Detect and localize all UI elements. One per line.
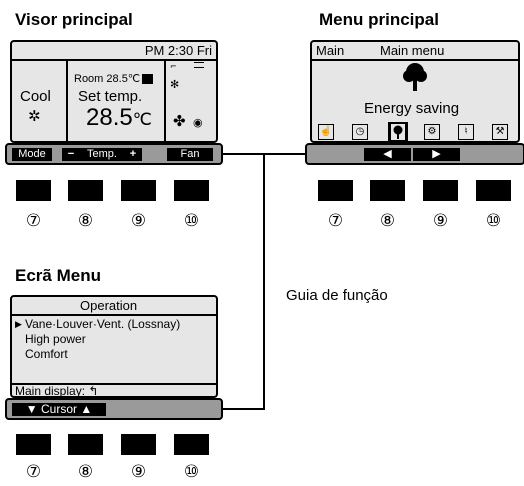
fkey-right-arrow: ▶ <box>413 148 460 161</box>
menu-item-1: Vane·Louver·Vent. (Lossnay) <box>25 317 181 331</box>
label-10-menu: ⑩ <box>485 211 502 231</box>
menu-title: Main menu <box>380 43 445 58</box>
button-9-menu[interactable] <box>423 180 458 201</box>
screen-divider-left <box>66 59 68 141</box>
menu-footer-text: Main display: ↰ <box>15 384 99 398</box>
room-temp-text: Room 28.5℃ <box>74 73 141 85</box>
label-7-menu: ⑦ <box>327 211 344 231</box>
menu-screen-function-bar: ▼ Cursor ▲ <box>5 398 223 420</box>
fkey-temp-label: Temp. <box>80 148 124 161</box>
fkey-mode: Mode <box>12 148 52 161</box>
vane-icon: ⌐ <box>170 62 177 71</box>
button-9-top[interactable] <box>121 180 156 201</box>
gear-icon: ⚙ <box>424 124 440 140</box>
screen-divider-right <box>164 59 166 141</box>
label-10-bottom: ⑩ <box>183 462 200 482</box>
temp-unit: ℃ <box>132 110 152 129</box>
menu-footer-line <box>12 383 216 385</box>
label-7-top: ⑦ <box>25 211 42 231</box>
button-10-menu[interactable] <box>476 180 511 201</box>
fkey-cursor: ▼ Cursor ▲ <box>12 403 106 416</box>
snowflake-icon: ✲ <box>28 107 41 125</box>
set-temp-label: Set temp. <box>78 88 143 105</box>
guide-label: Guia de função <box>286 287 388 304</box>
heading-ecra-menu: Ecrã Menu <box>15 266 101 285</box>
label-7-bottom: ⑦ <box>25 462 42 482</box>
energy-saving-icon-selected <box>388 122 408 142</box>
set-temp-value: 28.5℃ <box>86 104 152 132</box>
fan-speed-icon: ◉ <box>193 116 203 129</box>
clock-icon: ◷ <box>352 124 368 140</box>
filter-icon: ♮ <box>458 124 474 140</box>
fkey-temp-plus: + <box>124 148 142 161</box>
main-menu-function-bar: ◀ ▶ <box>305 143 524 165</box>
button-8-bottom[interactable] <box>68 434 103 455</box>
menu-selected-label: Energy saving <box>364 100 460 117</box>
menu-item-3: Comfort <box>25 347 68 361</box>
menu-item-2: High power <box>25 332 86 346</box>
menu-screen: Operation ▶ Vane·Louver·Vent. (Lossnay) … <box>10 295 218 398</box>
button-8-menu[interactable] <box>370 180 405 201</box>
label-8-bottom: ⑧ <box>77 462 94 482</box>
maintenance-icon: ⚒ <box>492 124 508 140</box>
button-7-menu[interactable] <box>318 180 353 201</box>
fkey-temp-minus: − <box>62 148 80 161</box>
heading-visor-principal: Visor principal <box>15 10 133 29</box>
menu-screen-title-line <box>12 314 216 316</box>
label-8-menu: ⑧ <box>379 211 396 231</box>
label-9-menu: ⑨ <box>432 211 449 231</box>
temp-number: 28.5 <box>86 104 133 131</box>
clock-text: PM 2:30 Fri <box>144 43 212 58</box>
louver-icon <box>194 62 204 68</box>
fan-icon: ✤ <box>173 112 186 130</box>
fkey-fan: Fan <box>167 148 213 161</box>
tree-icon <box>403 63 427 91</box>
button-7-top[interactable] <box>16 180 51 201</box>
vent-icon: ✻ <box>170 78 180 91</box>
menu-title-line <box>312 59 518 61</box>
mode-text: Cool <box>20 88 51 105</box>
label-8-top: ⑧ <box>77 211 94 231</box>
button-7-bottom[interactable] <box>16 434 51 455</box>
sensor-icon <box>142 74 153 84</box>
label-10-top: ⑩ <box>183 211 200 231</box>
screen-divider-top <box>12 59 216 61</box>
hand-icon: ☝ <box>318 124 334 140</box>
main-display-screen: PM 2:30 Fri Cool ✲ Room 28.5℃ Set temp. … <box>10 40 218 143</box>
fkey-left-arrow: ◀ <box>364 148 411 161</box>
main-menu-screen: Main Main menu Energy saving ☝ ◷ ⚙ ♮ ⚒ <box>310 40 520 143</box>
button-8-top[interactable] <box>68 180 103 201</box>
button-10-top[interactable] <box>174 180 209 201</box>
selection-pointer-icon: ▶ <box>15 320 22 330</box>
menu-screen-title: Operation <box>80 298 138 313</box>
main-display-function-bar: Mode − Temp. + Fan <box>5 143 223 165</box>
button-10-bottom[interactable] <box>174 434 209 455</box>
label-9-top: ⑨ <box>130 211 147 231</box>
heading-menu-principal: Menu principal <box>319 10 439 29</box>
menu-main-text: Main <box>316 43 345 58</box>
label-9-bottom: ⑨ <box>130 462 147 482</box>
tree-small-icon <box>391 124 405 140</box>
energy-saving-big-icon <box>402 62 428 92</box>
button-9-bottom[interactable] <box>121 434 156 455</box>
